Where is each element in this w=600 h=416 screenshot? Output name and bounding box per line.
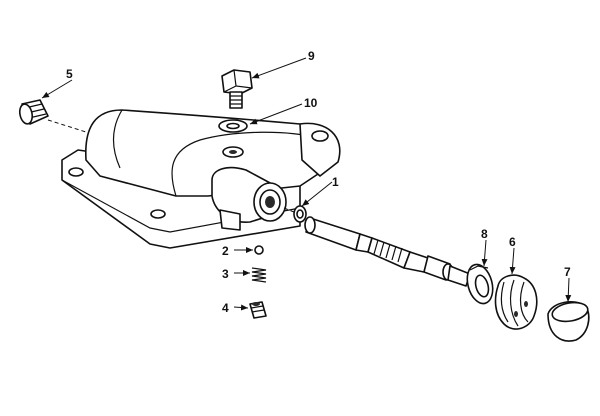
callout-2: 2 xyxy=(222,244,229,258)
leader-lines xyxy=(41,57,572,311)
callout-8: 8 xyxy=(481,227,488,241)
callout-1: 1 xyxy=(332,175,339,189)
cap-part-7 xyxy=(547,301,590,342)
callout-10: 10 xyxy=(304,96,318,110)
callout-6: 6 xyxy=(509,235,516,249)
callout-7: 7 xyxy=(564,265,571,279)
callout-4: 4 xyxy=(222,301,229,315)
spring-part-3 xyxy=(251,267,267,283)
callout-3: 3 xyxy=(222,267,229,281)
washer-part-10 xyxy=(218,119,248,133)
valve-spool xyxy=(304,216,471,287)
callout-5: 5 xyxy=(66,67,73,81)
housing xyxy=(61,109,341,249)
callout-9: 9 xyxy=(308,49,315,63)
bolt-part-9 xyxy=(221,69,253,109)
boot-part-6 xyxy=(494,274,538,330)
plug-part-5 xyxy=(18,99,87,133)
seal-part-1 xyxy=(283,205,307,223)
diaphragm-part-8 xyxy=(466,263,494,305)
screw-part-4 xyxy=(249,301,267,319)
ball-part-2 xyxy=(254,245,264,255)
